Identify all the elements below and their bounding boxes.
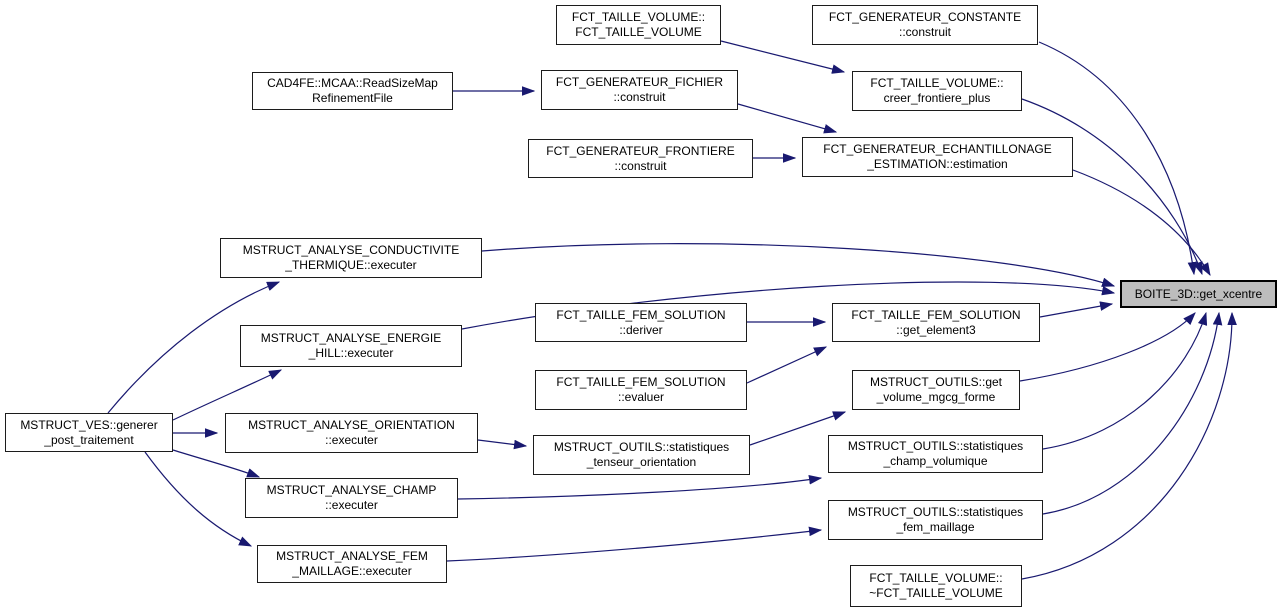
node-fct-generateur-fichier-construit[interactable]: FCT_GENERATEUR_FICHIER ::construit bbox=[541, 70, 738, 110]
edge-ves-energie bbox=[172, 369, 283, 421]
node-mstruct-analyse-champ-executer[interactable]: MSTRUCT_ANALYSE_CHAMP ::executer bbox=[245, 478, 458, 518]
edge-constante-target bbox=[1038, 41, 1198, 276]
node-mstruct-analyse-energie-hill-executer[interactable]: MSTRUCT_ANALYSE_ENERGIE _HILL::executer bbox=[240, 325, 462, 367]
edge-evaluer-get-element3 bbox=[746, 346, 828, 384]
node-mstruct-analyse-conductivite-thermique-executer[interactable]: MSTRUCT_ANALYSE_CONDUCTIVITE _THERMIQUE:… bbox=[220, 238, 482, 278]
edge-ctor-creer bbox=[720, 40, 846, 74]
edge-champ-champ-vol bbox=[457, 475, 823, 500]
edge-orientation-tenseur bbox=[477, 439, 528, 450]
node-cad4fe-mcaa-readsizemaprefinementfile[interactable]: CAD4FE::MCAA::ReadSizeMap RefinementFile bbox=[252, 72, 453, 110]
edge-conductivite-target bbox=[481, 243, 1116, 287]
edge-fem-mail-target bbox=[1042, 311, 1223, 515]
node-mstruct-outils-statistiques-fem-maillage[interactable]: MSTRUCT_OUTILS::statistiques _fem_mailla… bbox=[828, 500, 1043, 540]
node-fct-taille-fem-solution-evaluer[interactable]: FCT_TAILLE_FEM_SOLUTION ::evaluer bbox=[535, 370, 747, 410]
node-fct-generateur-frontiere-construit[interactable]: FCT_GENERATEUR_FRONTIERE ::construit bbox=[528, 139, 753, 178]
edge-fichier-estimation bbox=[737, 103, 838, 134]
node-fct-taille-volume-creer-frontiere-plus[interactable]: FCT_TAILLE_VOLUME:: creer_frontiere_plus bbox=[852, 71, 1022, 111]
node-mstruct-analyse-orientation-executer[interactable]: MSTRUCT_ANALYSE_ORIENTATION ::executer bbox=[225, 413, 478, 453]
edge-ves-analyse-fem bbox=[144, 451, 253, 547]
edge-ves-champ bbox=[172, 449, 261, 478]
node-fct-generateur-echantillonage-estimation[interactable]: FCT_GENERATEUR_ECHANTILLONAGE _ESTIMATIO… bbox=[802, 137, 1073, 177]
edge-get-volume-target bbox=[1019, 312, 1196, 382]
edge-get-element3-target bbox=[1039, 301, 1114, 318]
node-fct-taille-volume-constructor[interactable]: FCT_TAILLE_VOLUME:: FCT_TAILLE_VOLUME bbox=[556, 5, 721, 45]
node-fct-taille-fem-solution-deriver[interactable]: FCT_TAILLE_FEM_SOLUTION ::deriver bbox=[535, 303, 747, 342]
node-fct-taille-fem-solution-get-element3[interactable]: FCT_TAILLE_FEM_SOLUTION ::get_element3 bbox=[832, 303, 1040, 342]
node-mstruct-analyse-fem-maillage-executer[interactable]: MSTRUCT_ANALYSE_FEM _MAILLAGE::executer bbox=[257, 545, 447, 583]
edge-ves-conductivite bbox=[107, 281, 281, 414]
node-fct-generateur-constante-construit[interactable]: FCT_GENERATEUR_CONSTANTE ::construit bbox=[812, 5, 1038, 45]
edge-analyse-fem-fem-mail bbox=[446, 526, 823, 562]
node-mstruct-outils-get-volume-mgcg-forme[interactable]: MSTRUCT_OUTILS::get _volume_mgcg_forme bbox=[852, 370, 1020, 410]
node-mstruct-outils-statistiques-tenseur-orientation[interactable]: MSTRUCT_OUTILS::statistiques _tenseur_or… bbox=[533, 435, 750, 475]
edge-estimation-target bbox=[1072, 169, 1211, 277]
node-mstruct-outils-statistiques-champ-volumique[interactable]: MSTRUCT_OUTILS::statistiques _champ_volu… bbox=[828, 435, 1043, 473]
edge-tenseur-get-volume bbox=[749, 411, 847, 446]
node-boite-3d-get-xcentre-target: BOITE_3D::get_xcentre bbox=[1120, 280, 1277, 308]
node-fct-taille-volume-destructor[interactable]: FCT_TAILLE_VOLUME:: ~FCT_TAILLE_VOLUME bbox=[850, 565, 1022, 607]
edge-champ-vol-target bbox=[1042, 311, 1208, 450]
node-mstruct-ves-generer-post-traitement[interactable]: MSTRUCT_VES::generer _post_traitement bbox=[5, 413, 173, 452]
edge-dtor-target bbox=[1021, 311, 1237, 580]
